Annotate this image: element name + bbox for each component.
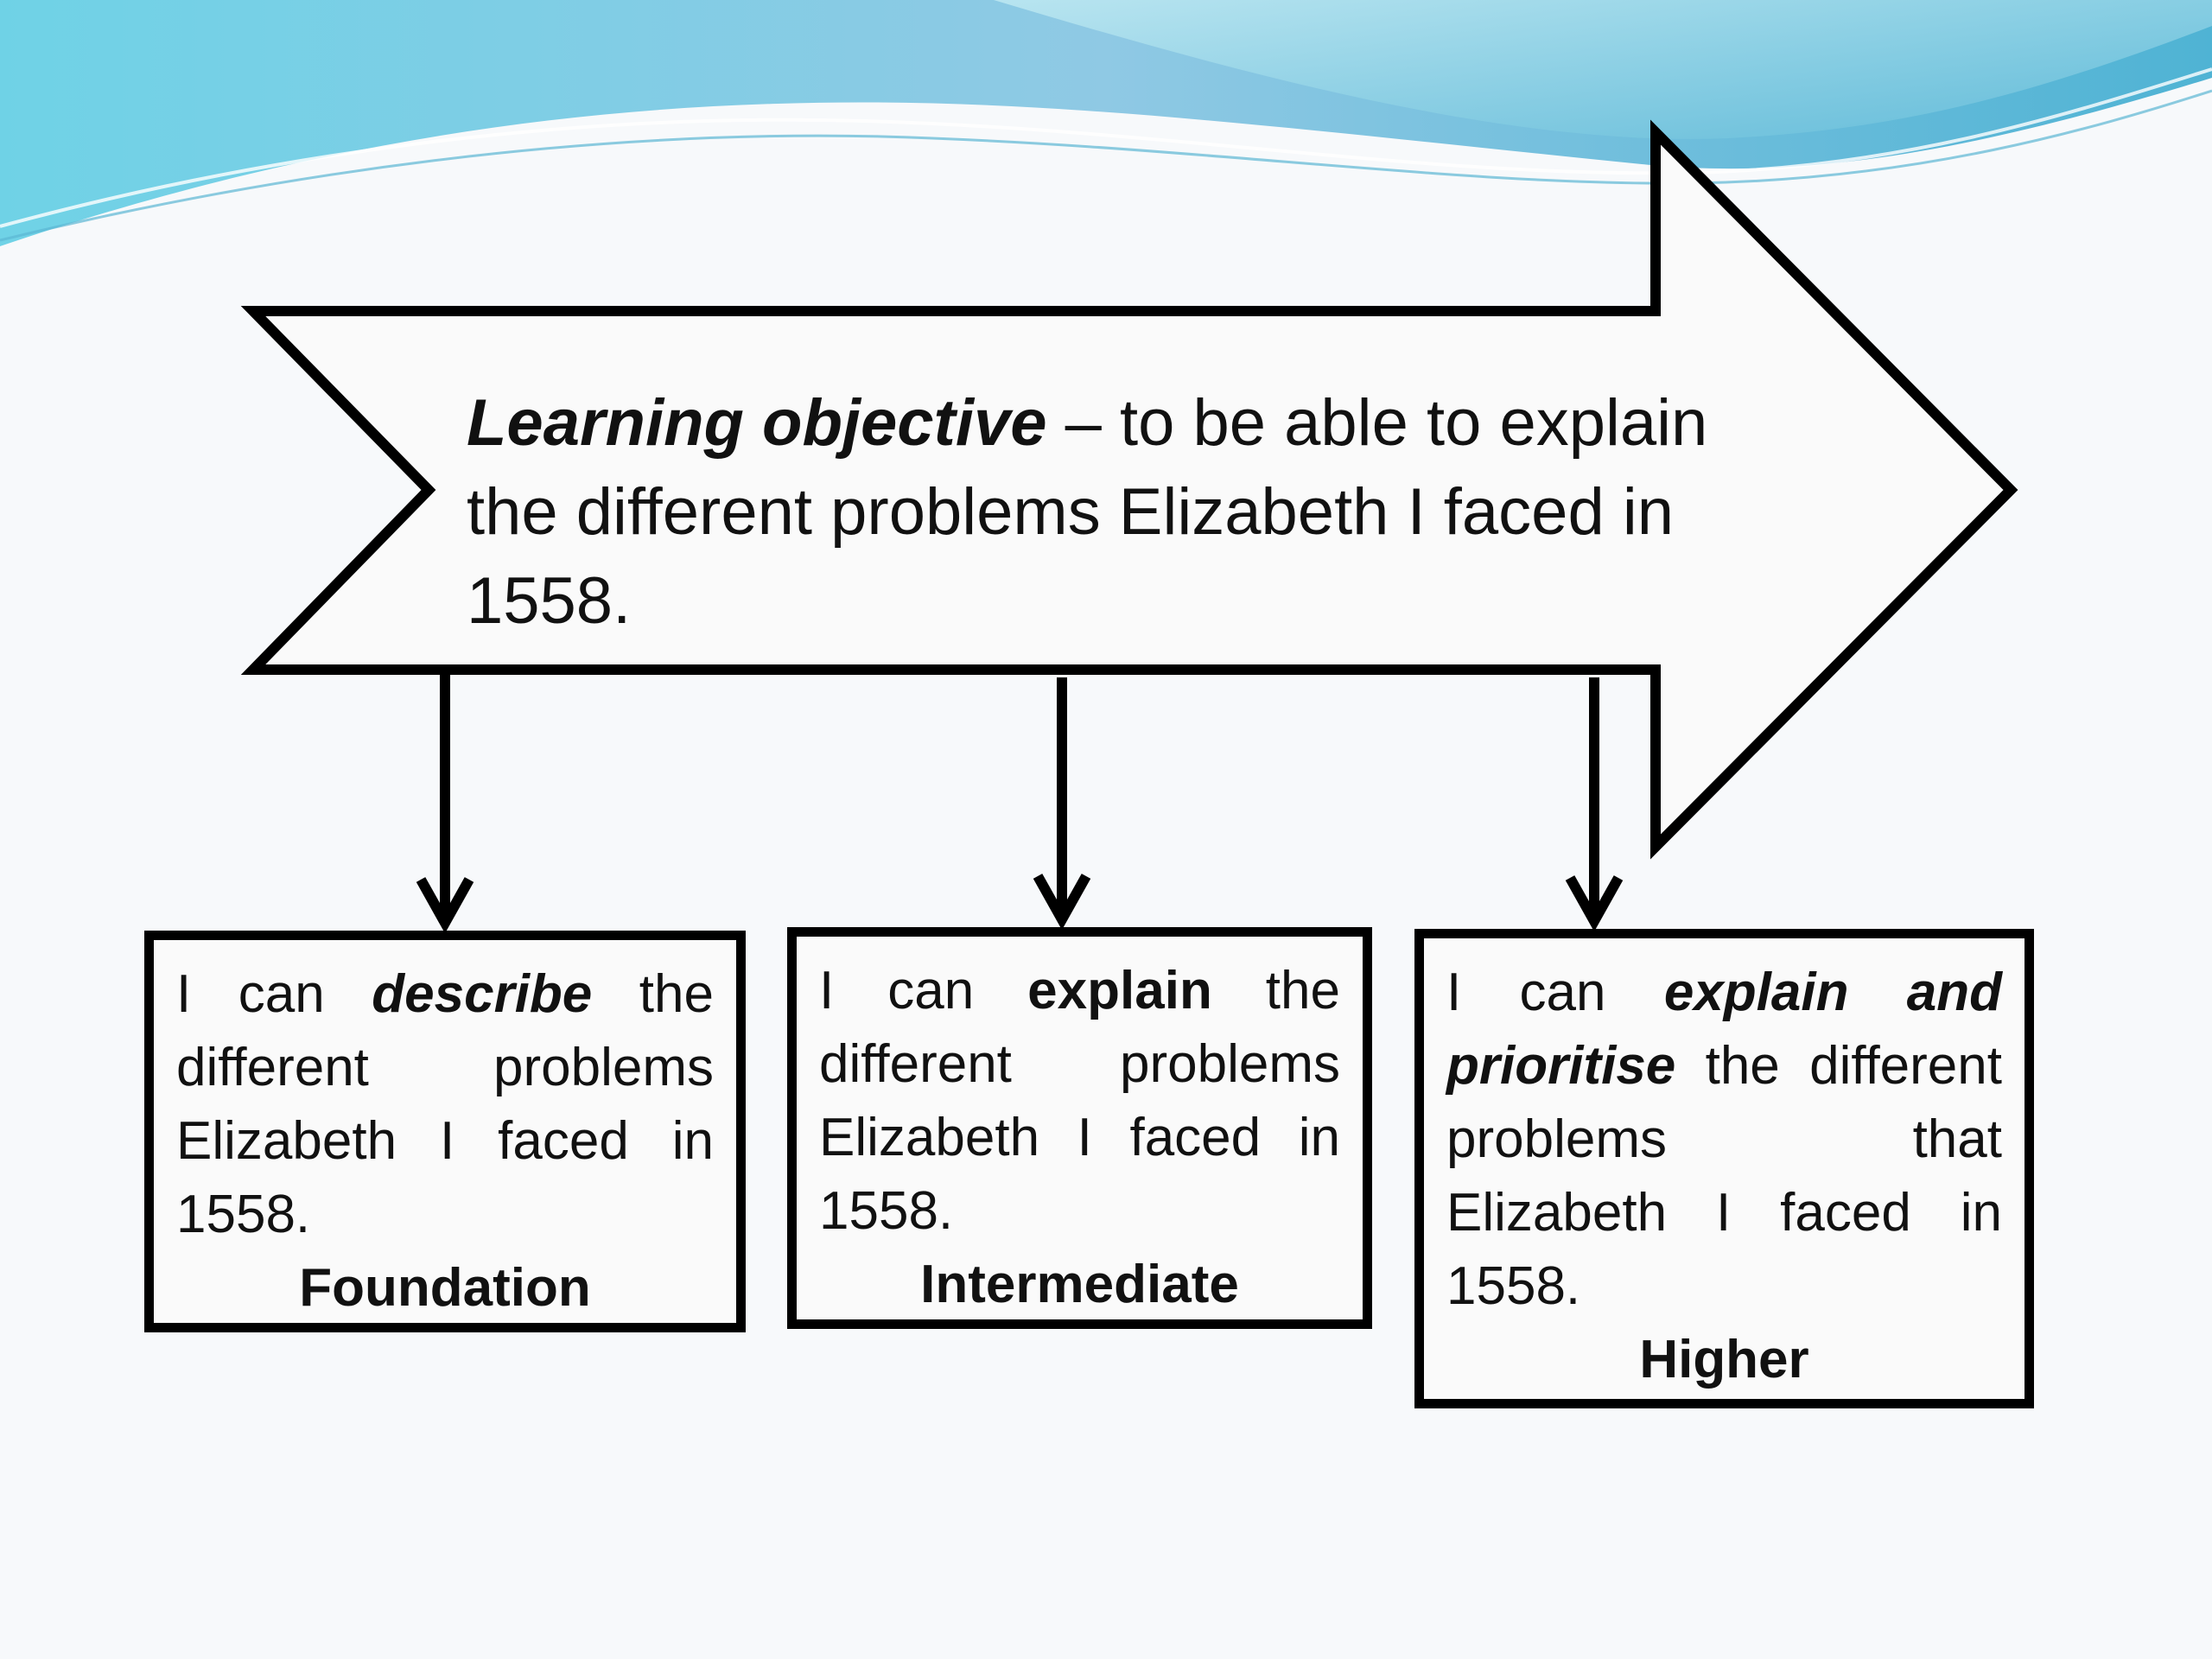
connector-higher xyxy=(1565,677,1624,932)
wave-line-1 xyxy=(0,67,2212,228)
outcome-year: 1558. xyxy=(1446,1256,1581,1316)
connector-foundation xyxy=(416,670,474,934)
outcome-year: 1558. xyxy=(176,1185,311,1244)
outcome-box-intermediate: I can explain the different problems Eli… xyxy=(787,927,1372,1329)
outcome-box-higher: I can explain and prioritise the differe… xyxy=(1414,929,2034,1408)
outcome-verb: explain xyxy=(1027,961,1212,1020)
wave-line-2 xyxy=(0,89,2212,242)
outcome-text-start: I can xyxy=(819,961,1028,1020)
level-label-foundation: Foundation xyxy=(299,1258,591,1318)
outcome-box-foundation: I can describe the different problems El… xyxy=(144,931,746,1332)
level-label-higher: Higher xyxy=(1639,1330,1809,1389)
outcome-text-end: the different problems that Elizabeth I … xyxy=(1446,1036,2002,1243)
outcome-text-start: I can xyxy=(176,964,372,1024)
learning-objective-text: Learning objective – to be able to expla… xyxy=(467,378,1737,645)
outcome-verb: describe xyxy=(372,964,593,1024)
outcome-text: I can describe the different problems El… xyxy=(176,957,714,1251)
learning-objective-label: Learning objective xyxy=(467,386,1047,460)
big-right-arrow xyxy=(240,119,2018,860)
outcome-verb: explain and prioritise xyxy=(1446,963,2003,1096)
outcome-text: I can explain and prioritise the differe… xyxy=(1446,956,2002,1323)
connector-intermediate xyxy=(1033,677,1091,931)
outcome-text-start: I can xyxy=(1446,963,1664,1022)
outcome-text: I can explain the different problems Eli… xyxy=(819,954,1340,1248)
wave-highlight xyxy=(994,0,2212,139)
outcome-year: 1558. xyxy=(819,1181,954,1241)
outcome-text-end: the different problems Elizabeth I faced… xyxy=(176,964,714,1171)
outcome-text-end: the different problems Elizabeth I faced… xyxy=(819,961,1340,1167)
learning-objective-body: – to be able to explain the different pr… xyxy=(467,386,1708,638)
level-label-intermediate: Intermediate xyxy=(920,1255,1239,1314)
